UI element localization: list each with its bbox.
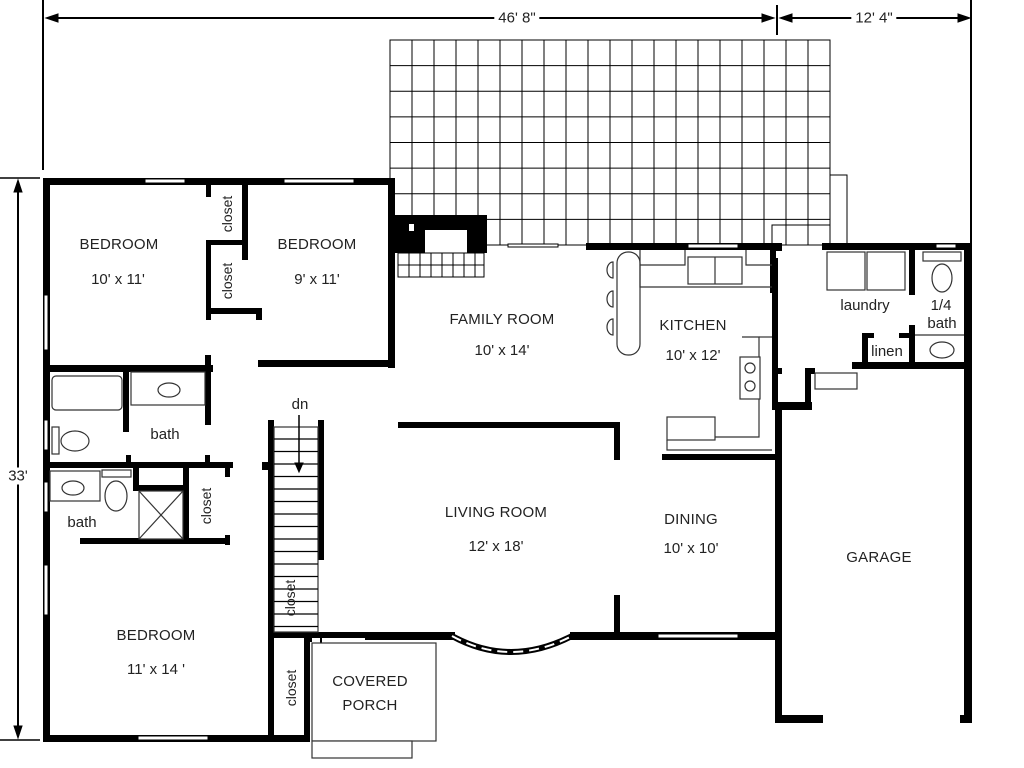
closet-label-1: closet: [219, 195, 235, 233]
dimension-width-garage: 12' 4": [851, 9, 897, 27]
bedroom-nw-label: BEDROOM: [79, 236, 159, 253]
family-room-size: 10' x 14': [474, 342, 530, 359]
kitchen-size: 10' x 12': [665, 347, 721, 364]
covered-porch-label-line1: COVERED: [332, 673, 408, 690]
closet-label-2: closet: [219, 262, 235, 300]
living-room-size: 12' x 18': [468, 538, 524, 555]
quarter-bath-label-line1: 1/4: [930, 297, 952, 314]
bedroom-sw-label: BEDROOM: [116, 627, 196, 644]
dimension-depth: 33': [4, 467, 32, 485]
linen-label: linen: [871, 343, 903, 360]
bath-upper-label: bath: [150, 426, 180, 443]
fixtures: [49, 250, 964, 759]
garage-label: GARAGE: [846, 549, 912, 566]
bath-lower-label: bath: [67, 514, 97, 531]
dimension-width-main: 46' 8": [494, 9, 540, 27]
family-room-label: FAMILY ROOM: [449, 311, 555, 328]
covered-porch-label-line2: PORCH: [342, 697, 398, 714]
dining-size: 10' x 10': [663, 540, 719, 557]
bay-window: [450, 633, 574, 655]
quarter-bath-label-line2: bath: [927, 315, 957, 332]
windows: [43, 178, 957, 741]
closet-label-4: closet: [282, 579, 298, 617]
fireplace: [395, 215, 487, 278]
living-room-label: LIVING ROOM: [444, 504, 548, 521]
bedroom-n-label: BEDROOM: [277, 236, 357, 253]
bedroom-sw-size: 11' x 14 ': [127, 661, 185, 678]
laundry-label: laundry: [840, 297, 890, 314]
bedroom-nw-size: 10' x 11': [91, 271, 145, 288]
closet-label-5: closet: [283, 669, 299, 707]
dining-label: DINING: [664, 511, 718, 528]
deck-grid: [389, 39, 848, 246]
kitchen-label: KITCHEN: [659, 317, 727, 334]
walls: [43, 178, 972, 742]
stair-arrow: [294, 415, 304, 474]
closet-label-3: closet: [198, 487, 214, 525]
dimension-lines: [0, 0, 972, 741]
bedroom-n-size: 9' x 11': [294, 271, 340, 288]
stairs-down-label: dn: [291, 396, 309, 413]
